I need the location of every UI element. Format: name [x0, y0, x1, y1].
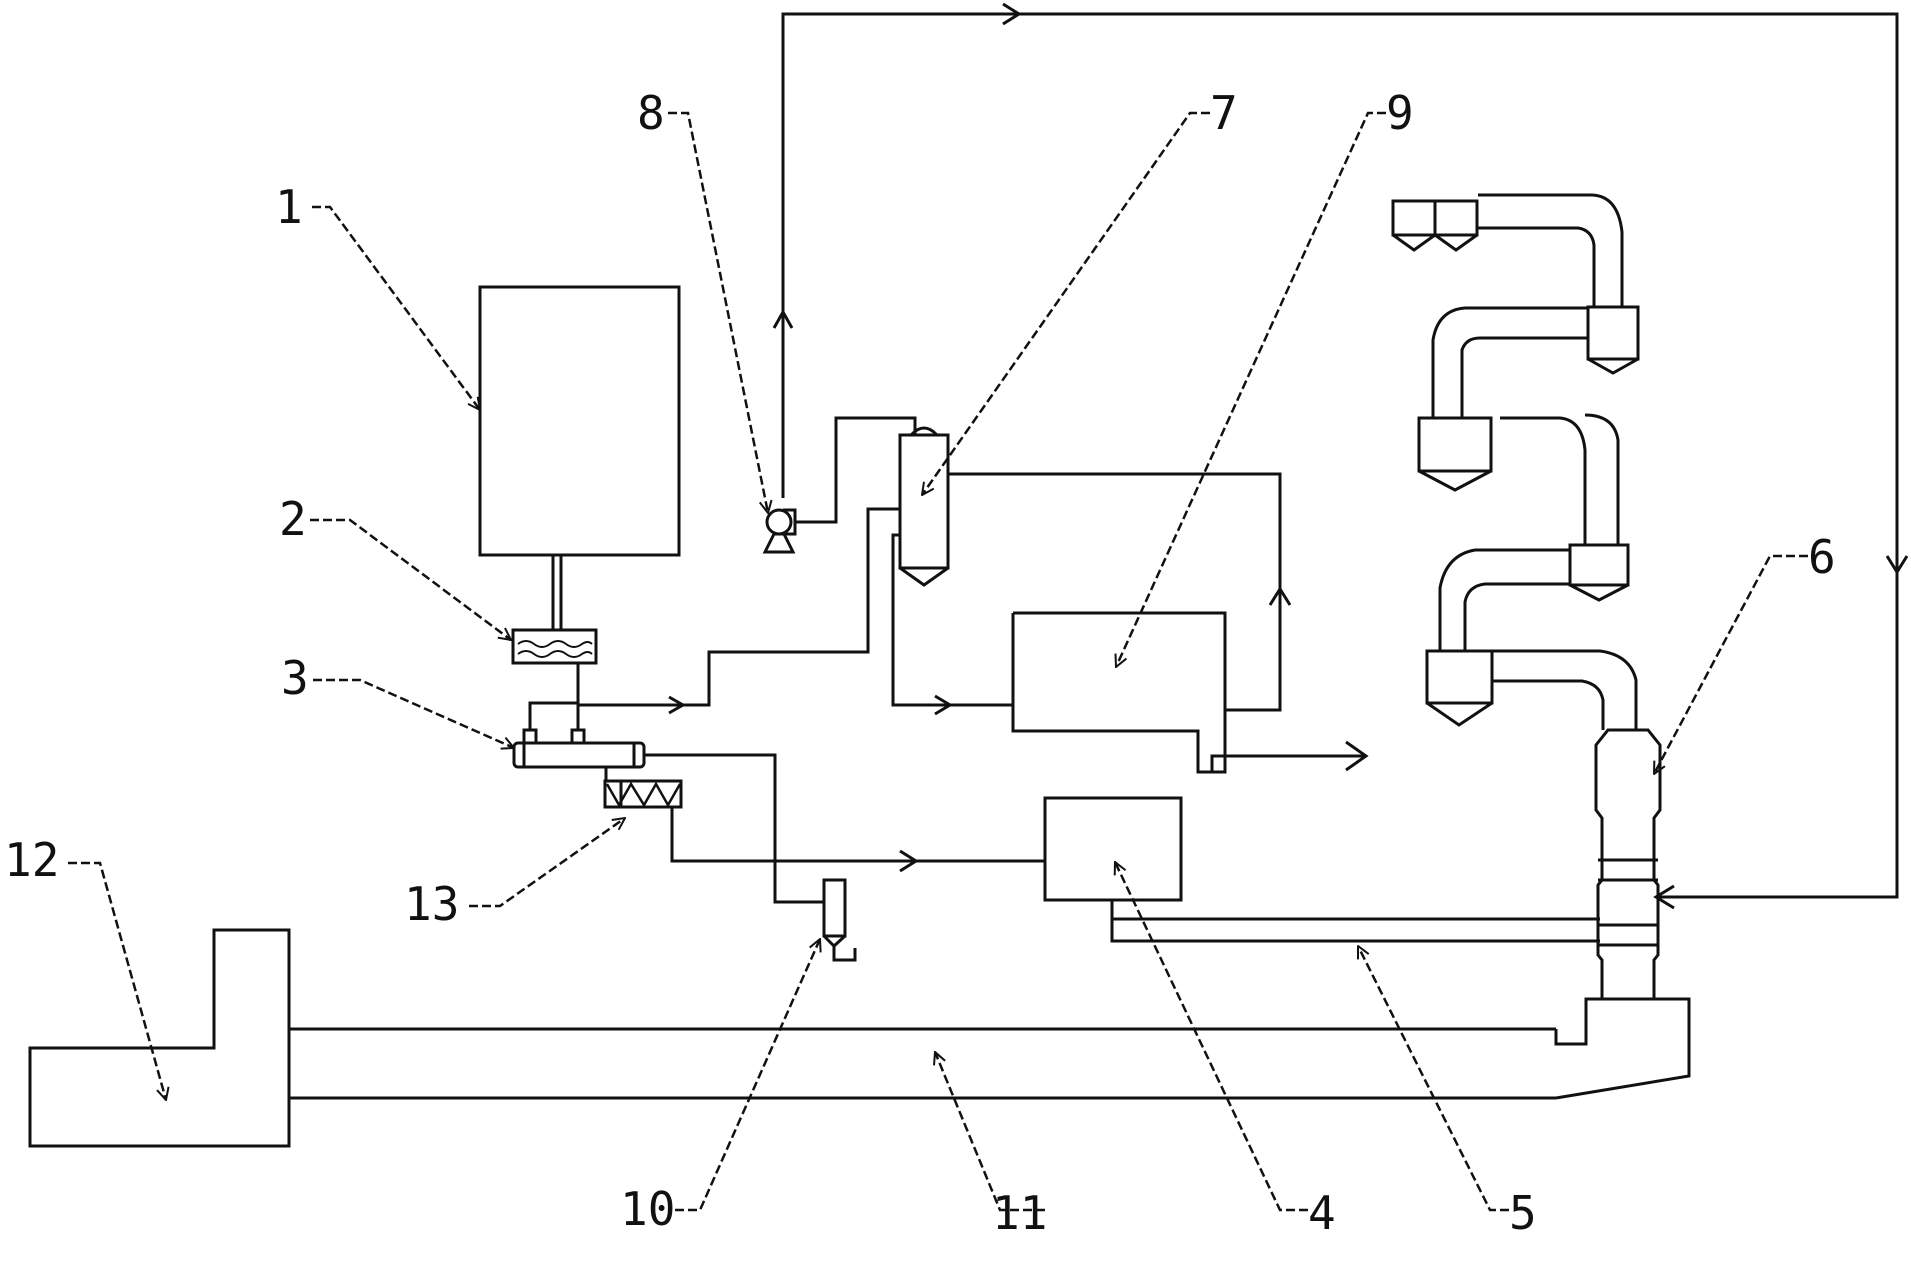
- label-6: 6: [1808, 530, 1836, 584]
- label-10: 10: [620, 1182, 675, 1236]
- label-2: 2: [279, 492, 307, 546]
- duct-5: [1110, 900, 1600, 943]
- box-4: [1043, 796, 1183, 902]
- gas-line-3-to-7: [576, 507, 900, 707]
- cyclone-separator-7: [898, 426, 950, 587]
- rotary-kiln-11: [289, 997, 1691, 1100]
- label-11: 11: [992, 1186, 1047, 1240]
- labels: 1 2 3 4 5 6 7 8 9 10 11 12 13: [4, 86, 1836, 1240]
- line-7-to-9: [891, 533, 1013, 707]
- line-7-to-8: [795, 416, 917, 524]
- preheater-tower: [1391, 193, 1640, 730]
- building-12: [28, 928, 291, 1148]
- screw-conveyor-13: [603, 779, 683, 809]
- line-13-to-4: [670, 807, 1045, 863]
- label-8: 8: [637, 86, 665, 140]
- label-5: 5: [1509, 1186, 1537, 1240]
- storage-bin-1: [478, 285, 681, 557]
- precalciner-6: [1594, 728, 1662, 999]
- flow-arrow-up: [772, 308, 794, 329]
- label-9: 9: [1386, 86, 1414, 140]
- recirculation-pipe: [772, 2, 1909, 910]
- label-4: 4: [1308, 1186, 1336, 1240]
- line-3-to-10: [644, 753, 790, 904]
- label-12: 12: [4, 833, 59, 887]
- line-7-to-9-return: [948, 472, 1282, 712]
- label-3: 3: [281, 651, 309, 705]
- label-13: 13: [404, 877, 459, 931]
- fan-8: [762, 508, 797, 554]
- flow-arrow-left: [1653, 884, 1675, 910]
- flow-arrow-down: [1885, 555, 1909, 575]
- label-7: 7: [1210, 86, 1238, 140]
- mixer-3: [512, 701, 646, 781]
- box-9: [1011, 611, 1369, 774]
- feeder-2: [511, 628, 598, 703]
- leader-lines: [68, 111, 1808, 1212]
- label-1: 1: [275, 180, 303, 234]
- flow-arrow-right: [1002, 2, 1022, 26]
- separator-10: [790, 878, 857, 962]
